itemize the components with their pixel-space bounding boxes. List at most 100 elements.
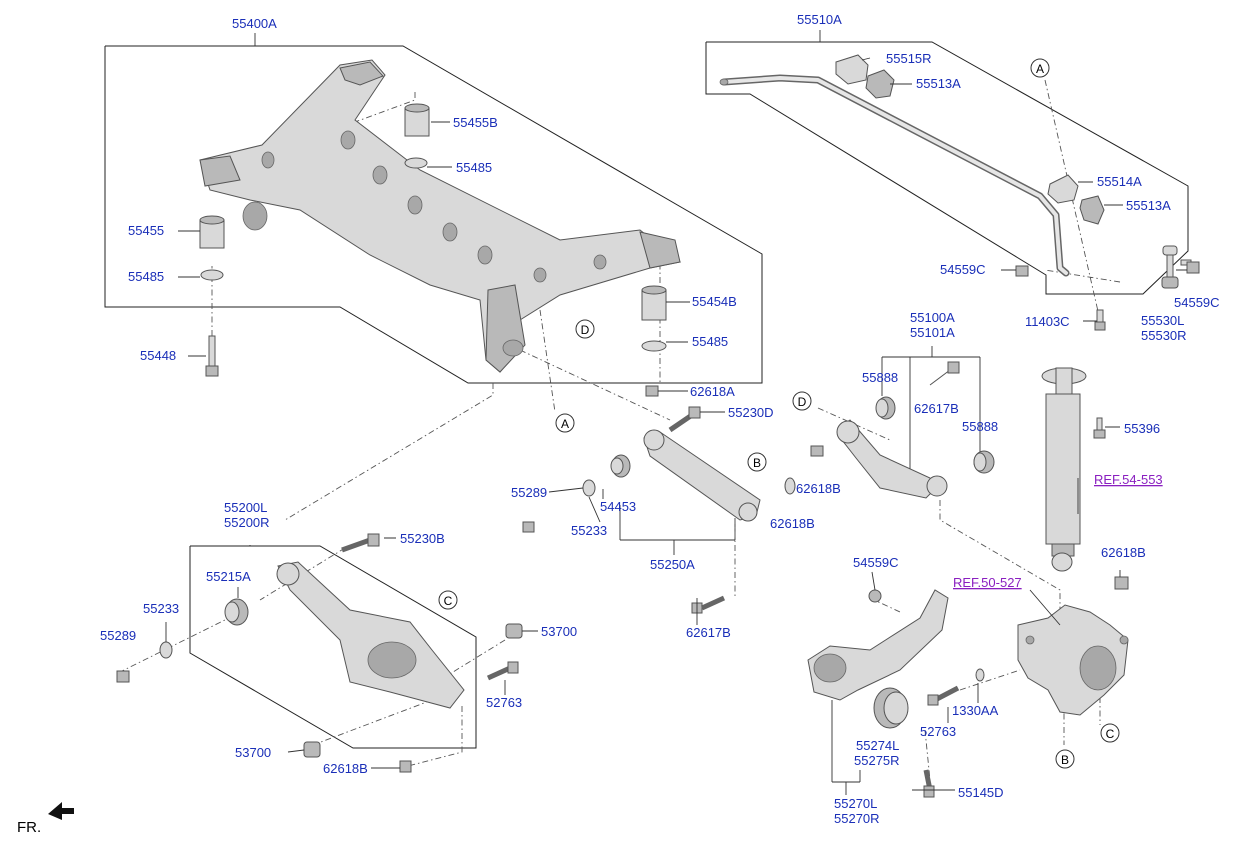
bolt-55396	[1093, 417, 1106, 439]
bolt-11403C	[1094, 309, 1106, 331]
washer-55485-right	[641, 340, 667, 352]
label-52763-b: 52763	[920, 724, 956, 739]
label-55274L: 55274L	[856, 738, 899, 753]
label-62618A: 62618A	[690, 384, 735, 399]
label-11403C: 11403C	[1025, 314, 1070, 329]
washer-55233-assist	[582, 479, 596, 497]
label-55530L: 55530L	[1141, 313, 1184, 328]
bushing-55274L	[873, 687, 909, 729]
label-ref-54-553: REF.54-553	[1094, 472, 1163, 487]
label-55485-a: 55485	[456, 160, 492, 175]
bolt-55448	[205, 335, 219, 377]
nut-62618B-shock	[1114, 576, 1129, 590]
label-55396: 55396	[1124, 421, 1160, 436]
bushing-55215A	[224, 598, 249, 626]
bolt-55230D	[668, 406, 701, 433]
label-55200R: 55200R	[224, 515, 270, 530]
nut-62618B-lower	[399, 760, 412, 773]
bushing-55513A-lower	[1079, 195, 1105, 225]
label-55455B: 55455B	[453, 115, 498, 130]
label-55513A-b: 55513A	[1126, 198, 1171, 213]
label-62618B-b: 62618B	[770, 516, 815, 531]
callout-D-subframe: D	[575, 319, 595, 339]
callout-A-stabilizer: A	[1030, 58, 1050, 78]
callout-C-knuckle: C	[1100, 723, 1120, 743]
lower-arm	[276, 561, 465, 709]
upper-arm	[836, 419, 948, 499]
label-55289-a: 55289	[511, 485, 547, 500]
label-55233-a: 55233	[571, 523, 607, 538]
svg-text:B: B	[1061, 753, 1069, 767]
label-55145D: 55145D	[958, 785, 1004, 800]
label-55101A: 55101A	[910, 325, 955, 340]
subframe-group-frame	[104, 45, 763, 384]
upper-arm-bracket-lines	[881, 346, 981, 452]
label-52763-a: 52763	[486, 695, 522, 710]
assist-arm	[643, 429, 761, 522]
label-62618B-c: 62618B	[323, 761, 368, 776]
svg-text:C: C	[1106, 727, 1115, 741]
subframe-crossmember	[199, 59, 682, 373]
shock-absorber	[1041, 367, 1087, 572]
label-55514A: 55514A	[1097, 174, 1142, 189]
bushing-55888-upper	[875, 396, 896, 420]
svg-text:A: A	[1036, 62, 1044, 76]
label-55270R: 55270R	[834, 811, 880, 826]
nut-54559C-stab-right	[1186, 261, 1200, 274]
bushing-55454B	[641, 285, 667, 321]
svg-text:A: A	[561, 417, 569, 431]
callout-C-lower-arm: C	[438, 590, 458, 610]
callout-D-upper-arm: D	[792, 391, 812, 411]
front-arrow-icon	[48, 802, 74, 820]
label-55400A: 55400A	[232, 16, 277, 31]
rear-arm-bracket	[619, 505, 736, 555]
nut-55289-assist	[522, 521, 535, 533]
label-55250A: 55250A	[650, 557, 695, 572]
nut-54559C-stab-left	[1015, 265, 1029, 277]
label-55454B: 55454B	[692, 294, 737, 309]
bushing-55455B	[404, 103, 430, 137]
front-label: FR.	[17, 819, 41, 836]
label-55448: 55448	[140, 348, 176, 363]
knuckle	[1017, 604, 1129, 716]
label-55275R: 55275R	[854, 753, 900, 768]
label-ref-50-527: REF.50-527	[953, 575, 1022, 590]
bolt-55230B	[341, 533, 380, 553]
label-54559C-b: 54559C	[1174, 295, 1220, 310]
bushing-55455	[199, 215, 225, 249]
label-55485-c: 55485	[692, 334, 728, 349]
bolt-52763-lower	[486, 661, 519, 681]
washer-62618B-arm	[784, 477, 796, 495]
label-55100A: 55100A	[910, 310, 955, 325]
label-55888-b: 55888	[962, 419, 998, 434]
bolt-52763-knuckle	[927, 685, 960, 706]
label-55455: 55455	[128, 223, 164, 238]
callout-B-knuckle: B	[1055, 749, 1075, 769]
nut-55289-lower	[116, 670, 130, 683]
washer-55485-left	[200, 269, 224, 281]
label-55513A-a: 55513A	[916, 76, 961, 91]
label-55230D: 55230D	[728, 405, 774, 420]
callout-A-subframe: A	[555, 413, 575, 433]
label-62617B-a: 62617B	[914, 401, 959, 416]
label-leaders	[165, 30, 1187, 791]
label-55888-a: 55888	[862, 370, 898, 385]
label-55510A: 55510A	[797, 12, 842, 27]
bolt-62617B-upper	[929, 361, 960, 386]
label-55215A: 55215A	[206, 569, 251, 584]
label-1330AA: 1330AA	[952, 703, 999, 718]
bolt-55145D	[923, 769, 935, 798]
label-55230B: 55230B	[400, 531, 445, 546]
label-55270L: 55270L	[834, 796, 877, 811]
washer-1330AA	[975, 668, 985, 682]
label-62617B-b: 62617B	[686, 625, 731, 640]
bracket-55515R	[835, 54, 869, 85]
trailing-arm	[807, 589, 949, 701]
svg-text:D: D	[798, 395, 807, 409]
label-55233-b: 55233	[143, 601, 179, 616]
label-55485-b: 55485	[128, 269, 164, 284]
label-55515R: 55515R	[886, 51, 932, 66]
nut-62618A	[645, 385, 659, 397]
stabilizer-bar	[719, 74, 1070, 277]
